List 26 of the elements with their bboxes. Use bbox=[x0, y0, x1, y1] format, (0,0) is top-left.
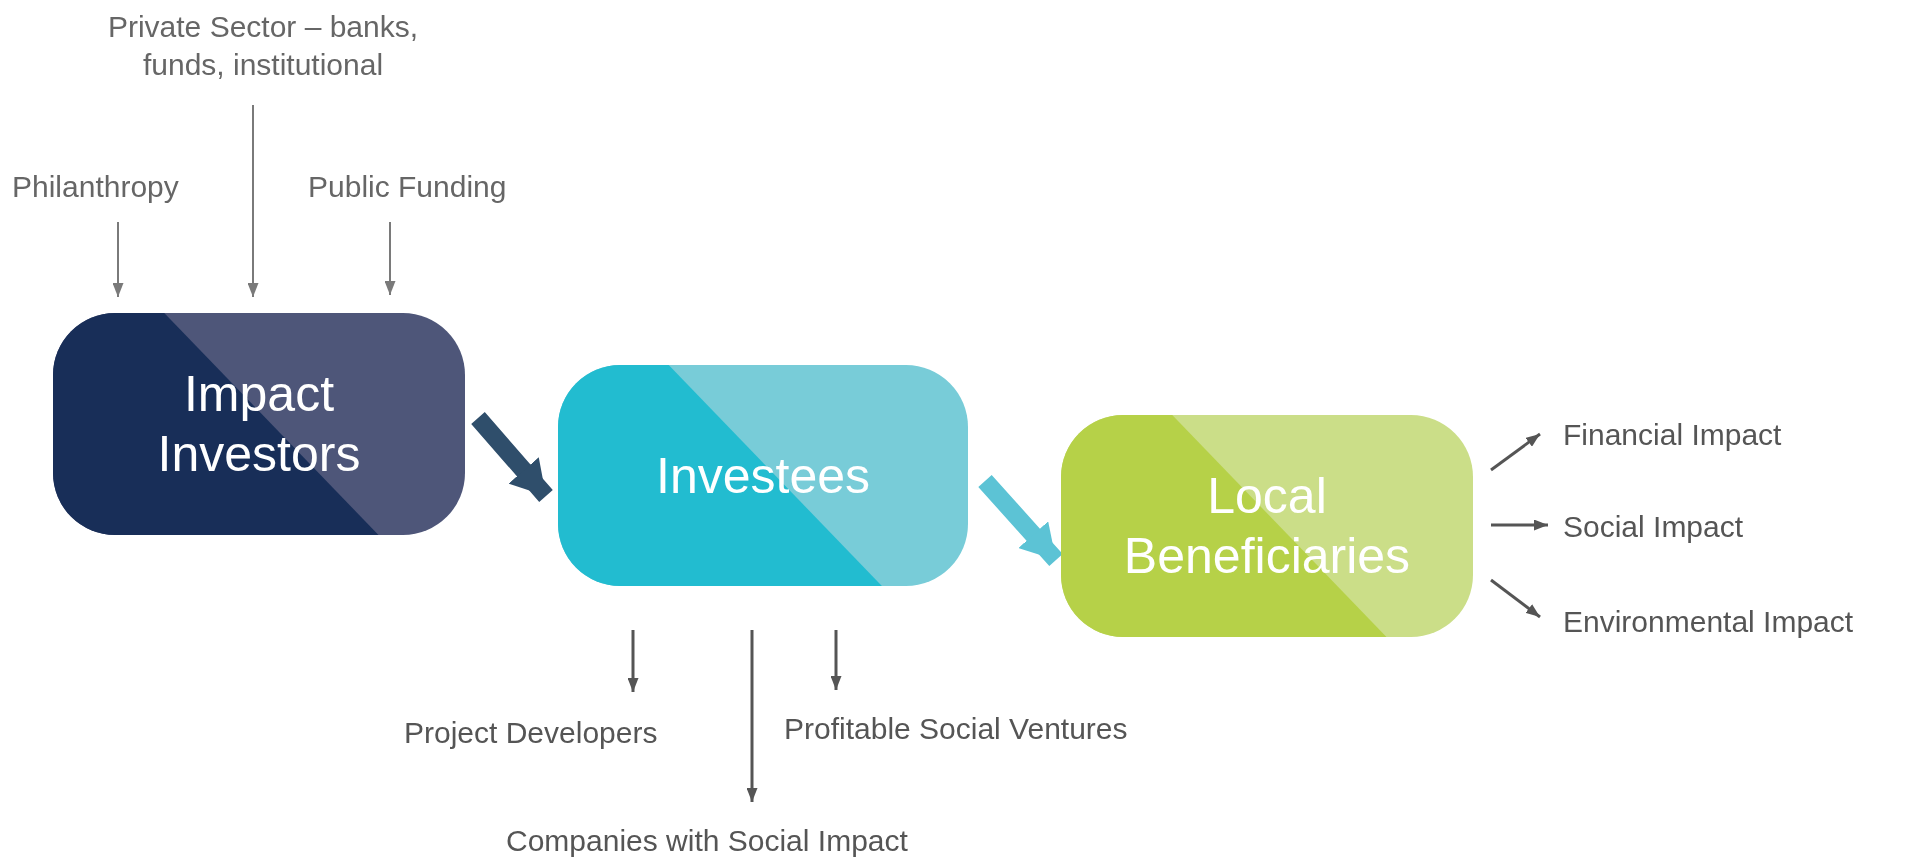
flow-label: Companies with Social Impact bbox=[506, 822, 1006, 860]
flow-label: Financial Impact bbox=[1563, 416, 1918, 454]
process-box bbox=[1061, 415, 1473, 637]
flow-label: Public Funding bbox=[308, 168, 548, 206]
arrow bbox=[1491, 519, 1548, 531]
flow-label: Philanthropy bbox=[12, 168, 212, 206]
process-box bbox=[558, 365, 968, 586]
flow-label: Profitable Social Ventures bbox=[784, 710, 1204, 748]
box-label: Investees bbox=[656, 446, 870, 506]
arrow bbox=[627, 630, 639, 692]
arrow bbox=[384, 221, 396, 296]
flow-label: Environmental Impact bbox=[1563, 603, 1918, 641]
arrow bbox=[112, 221, 124, 298]
thick-arrow bbox=[471, 412, 553, 502]
flow-label: Social Impact bbox=[1563, 508, 1918, 546]
flow-label: Project Developers bbox=[404, 714, 724, 752]
flow-label: Private Sector – banks, funds, institutional bbox=[88, 8, 438, 84]
arrow bbox=[746, 630, 758, 802]
process-box bbox=[53, 313, 465, 535]
arrow bbox=[247, 104, 259, 298]
box-label: Local Beneficiaries bbox=[1122, 467, 1412, 586]
arrow bbox=[830, 630, 842, 690]
thick-arrow bbox=[978, 475, 1063, 566]
box-label: Impact Investors bbox=[156, 365, 362, 484]
arrow bbox=[1490, 578, 1541, 619]
arrow bbox=[1490, 432, 1541, 472]
